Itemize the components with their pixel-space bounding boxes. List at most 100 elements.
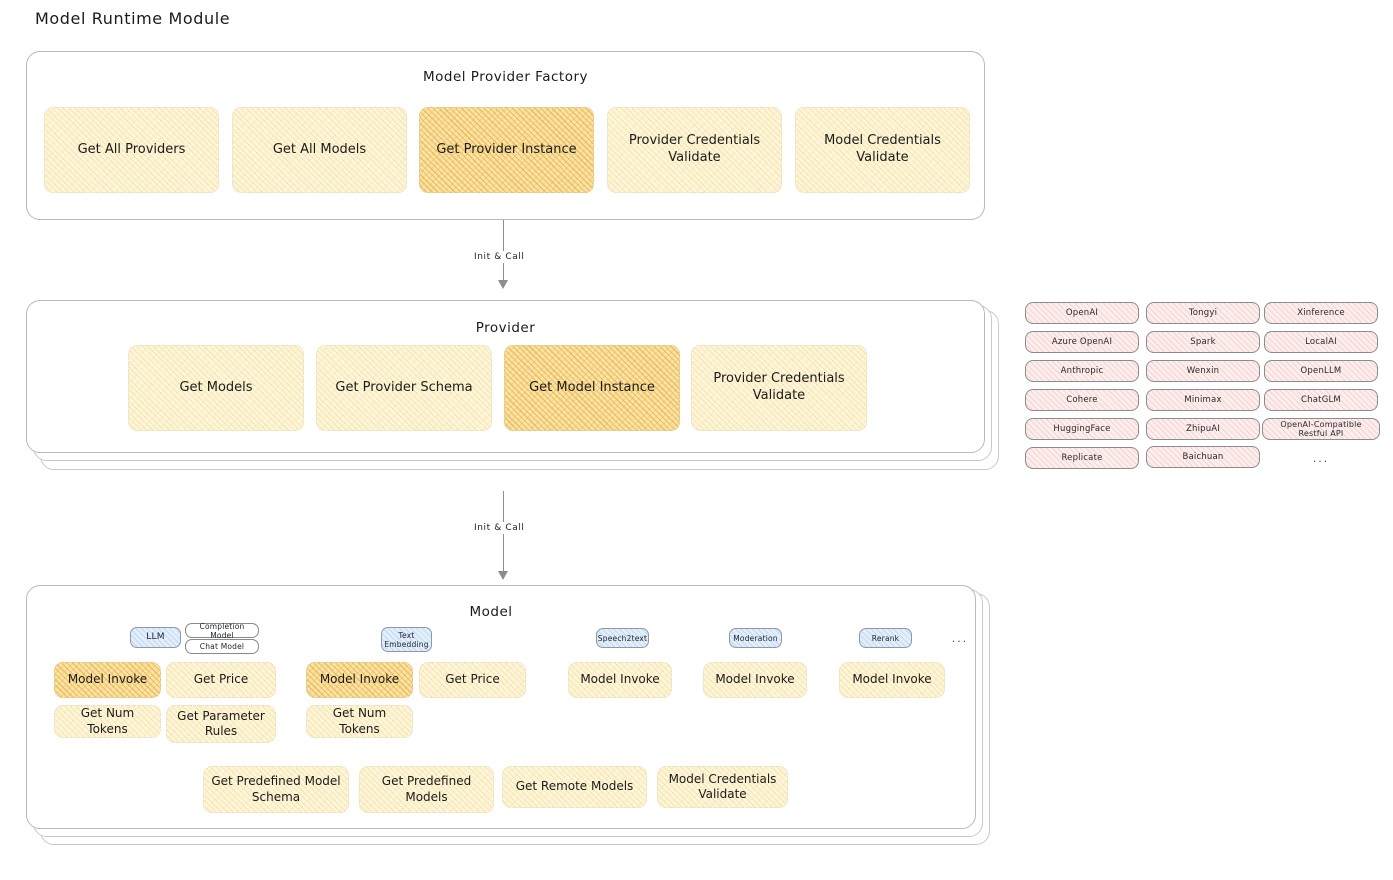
llm-method-model-invoke[interactable]: Model Invoke	[54, 662, 161, 698]
provider-chip-label: LocalAI	[1305, 337, 1337, 347]
model-provider-factory-title: Model Provider Factory	[422, 69, 588, 85]
arrow-provider-to-model-head	[498, 571, 508, 580]
model-sub-badge-completion-model[interactable]: Completion Model	[185, 621, 259, 640]
provider-chip-azure-openai[interactable]: Azure OpenAI	[1025, 331, 1139, 353]
method-label: Model Invoke	[67, 672, 148, 687]
factory-box-get-provider-instance[interactable]: Get Provider Instance	[419, 107, 594, 193]
provider-chip-xinference[interactable]: Xinference	[1264, 302, 1378, 324]
provider-chip-cohere[interactable]: Cohere	[1025, 389, 1139, 411]
model-sub-badge-chat-model[interactable]: Chat Model	[185, 639, 259, 654]
page-title: Model Runtime Module	[35, 9, 231, 28]
method-label: Get Predefined Model Schema	[211, 774, 341, 804]
provider-chip-label: Wenxin	[1186, 366, 1220, 376]
provider-chip-anthropic[interactable]: Anthropic	[1025, 360, 1139, 382]
provider-title: Provider	[475, 320, 536, 336]
rerank-method-model-invoke[interactable]: Model Invoke	[839, 662, 945, 698]
provider-box-get-provider-schema[interactable]: Get Provider Schema	[316, 345, 492, 431]
provider-chip-huggingface[interactable]: HuggingFace	[1025, 418, 1139, 440]
provider-box-label: Get Provider Schema	[335, 379, 473, 395]
provider-chip-zhipuai[interactable]: ZhipuAI	[1146, 418, 1260, 440]
model-type-label: Moderation	[733, 633, 778, 643]
provider-box-get-model-instance[interactable]: Get Model Instance	[504, 345, 680, 431]
method-label: Get Remote Models	[515, 779, 634, 794]
model-type-label: LLM	[146, 632, 165, 643]
model-type-label: Text Embedding	[384, 630, 429, 649]
llm-method-get-price[interactable]: Get Price	[166, 662, 276, 698]
llm-method-get-num-tokens[interactable]: Get Num Tokens	[54, 705, 161, 738]
model-title: Model	[469, 604, 513, 620]
factory-box-model-credentials-validate[interactable]: Model Credentials Validate	[795, 107, 970, 193]
model-sub-badge-label: Chat Model	[199, 642, 245, 651]
provider-chip-label: ChatGLM	[1301, 395, 1341, 405]
provider-chip-baichuan[interactable]: Baichuan	[1146, 446, 1260, 468]
llm-method-get-parameter-rules[interactable]: Get Parameter Rules	[166, 705, 276, 743]
method-label: Get Num Tokens	[80, 706, 135, 736]
factory-box-provider-credentials-validate[interactable]: Provider Credentials Validate	[607, 107, 782, 193]
factory-box-label: Model Credentials Validate	[824, 133, 941, 165]
factory-box-get-all-models[interactable]: Get All Models	[232, 107, 407, 193]
method-label: Model Invoke	[580, 672, 660, 687]
provider-box-label: Get Model Instance	[529, 379, 655, 395]
arrow-factory-to-provider-label: Init & Call	[470, 251, 529, 263]
factory-box-label: Provider Credentials Validate	[628, 133, 761, 165]
provider-chip-label: OpenLLM	[1300, 366, 1342, 376]
model-shared-method-model-credentials-validate[interactable]: Model Credentials Validate	[657, 766, 788, 808]
provider-list-more: ...	[1312, 452, 1330, 465]
speech2text-method-model-invoke[interactable]: Model Invoke	[568, 662, 672, 698]
arrow-provider-to-model-label: Init & Call	[470, 522, 529, 534]
provider-chip-label: Tongyi	[1188, 308, 1218, 318]
provider-chip-openllm[interactable]: OpenLLM	[1264, 360, 1378, 382]
text-embedding-method-get-num-tokens[interactable]: Get Num Tokens	[306, 705, 413, 738]
provider-chip-openai-compatible-restful-api[interactable]: OpenAI-Compatible Restful API	[1262, 418, 1380, 440]
factory-box-get-all-providers[interactable]: Get All Providers	[44, 107, 219, 193]
method-label: Get Parameter Rules	[177, 708, 265, 738]
text-embedding-method-model-invoke[interactable]: Model Invoke	[306, 662, 413, 698]
model-type-badge-text-embedding[interactable]: Text Embedding	[381, 627, 432, 652]
provider-chip-chatglm[interactable]: ChatGLM	[1264, 389, 1378, 411]
provider-chip-minimax[interactable]: Minimax	[1146, 389, 1260, 411]
model-type-label: Speech2text	[597, 633, 648, 643]
moderation-method-model-invoke[interactable]: Model Invoke	[703, 662, 807, 698]
method-label: Get Num Tokens	[332, 706, 387, 736]
model-card	[26, 585, 976, 829]
model-shared-method-get-predefined-models[interactable]: Get Predefined Models	[359, 766, 494, 813]
model-type-label: Rerank	[871, 633, 900, 643]
text-embedding-method-get-price[interactable]: Get Price	[419, 662, 526, 698]
provider-chip-tongyi[interactable]: Tongyi	[1146, 302, 1260, 324]
provider-chip-label: Baichuan	[1182, 452, 1224, 462]
provider-chip-label: OpenAI	[1065, 308, 1099, 318]
model-type-badge-rerank[interactable]: Rerank	[859, 628, 912, 648]
provider-chip-label: ZhipuAI	[1185, 424, 1221, 434]
method-label: Model Invoke	[852, 672, 932, 687]
provider-box-provider-credentials-validate[interactable]: Provider Credentials Validate	[691, 345, 867, 431]
model-types-more: ...	[951, 632, 969, 645]
factory-box-label: Get All Providers	[77, 141, 186, 157]
method-label: Model Invoke	[319, 672, 400, 687]
provider-chip-label: Cohere	[1066, 395, 1098, 405]
provider-chip-replicate[interactable]: Replicate	[1025, 447, 1139, 469]
provider-chip-label: Anthropic	[1060, 366, 1104, 376]
provider-chip-spark[interactable]: Spark	[1146, 331, 1260, 353]
method-label: Get Predefined Models	[381, 774, 472, 804]
model-shared-method-get-remote-models[interactable]: Get Remote Models	[502, 766, 647, 808]
provider-chip-wenxin[interactable]: Wenxin	[1146, 360, 1260, 382]
method-label: Get Price	[445, 672, 500, 687]
provider-chip-localai[interactable]: LocalAI	[1264, 331, 1378, 353]
model-type-badge-llm[interactable]: LLM	[130, 627, 181, 648]
method-label: Model Credentials Validate	[668, 771, 777, 801]
factory-box-label: Get Provider Instance	[436, 141, 577, 157]
factory-box-label: Get All Models	[272, 141, 367, 157]
provider-box-label: Provider Credentials Validate	[713, 371, 845, 403]
method-label: Get Price	[193, 672, 249, 687]
provider-box-get-models[interactable]: Get Models	[128, 345, 304, 431]
provider-chip-openai[interactable]: OpenAI	[1025, 302, 1139, 324]
model-type-badge-moderation[interactable]: Moderation	[729, 628, 782, 648]
provider-box-label: Get Models	[179, 379, 253, 395]
provider-chip-label: Replicate	[1061, 453, 1103, 463]
model-type-badge-speech2text[interactable]: Speech2text	[596, 628, 649, 648]
provider-chip-label: Xinference	[1297, 308, 1345, 318]
model-sub-badge-label: Completion Model	[199, 621, 245, 640]
provider-chip-label: Spark	[1190, 337, 1216, 347]
model-shared-method-get-predefined-model-schema[interactable]: Get Predefined Model Schema	[203, 766, 349, 813]
